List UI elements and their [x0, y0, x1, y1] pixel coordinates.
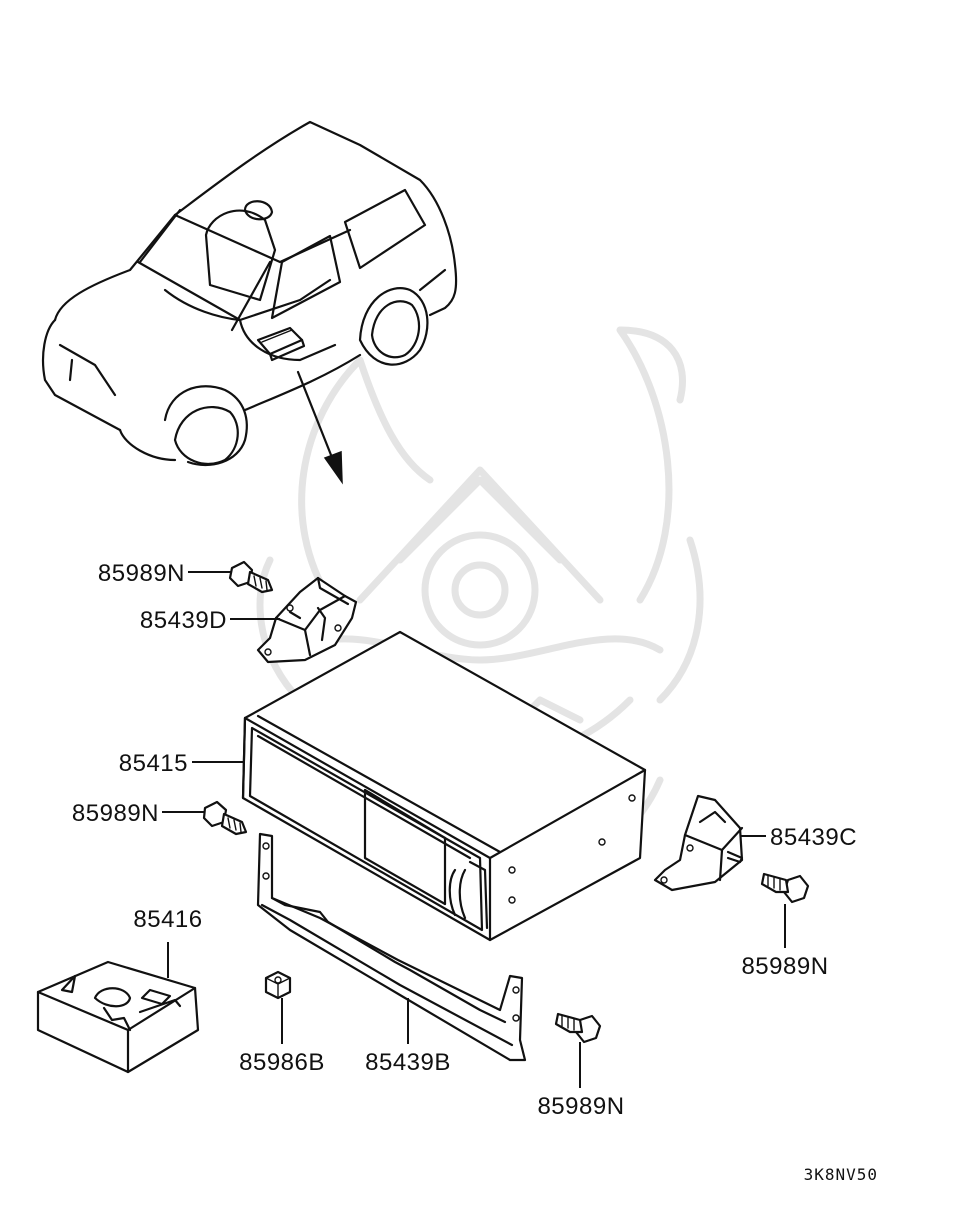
cd-changer-icon: [241, 630, 647, 942]
part-number-label: 85989N: [741, 953, 828, 980]
part-number-label: 85989N: [98, 560, 185, 587]
magazine-icon: [36, 960, 200, 1074]
part-number-label: 85439D: [140, 607, 227, 634]
part-number-label: 85989N: [537, 1093, 624, 1120]
bolt-icon: [760, 872, 810, 904]
bolt-icon: [228, 560, 274, 594]
part-number-label: 85986B: [239, 1049, 325, 1076]
bracket-b-icon: [256, 832, 527, 1062]
part-number-label: 85439C: [770, 824, 857, 851]
part-number-label: 85989N: [72, 800, 159, 827]
part-number-label: 85439B: [365, 1049, 451, 1076]
bolt-icon: [202, 800, 248, 836]
part-number-label: 85416: [133, 906, 202, 933]
bolt-icon: [554, 1012, 602, 1044]
part-labels: 85989N 85439D 85415 85989N 85439C 85989N…: [72, 560, 878, 1184]
leader-lines: [162, 571, 786, 1088]
nut-icon: [264, 970, 292, 1000]
vehicle-outline: [41, 120, 458, 467]
part-number-label: 85415: [119, 750, 188, 777]
location-arrow: [296, 370, 343, 485]
bracket-d-icon: [256, 576, 358, 664]
bracket-c-icon: [653, 794, 744, 892]
drawing-code: 3K8NV50: [804, 1165, 878, 1184]
